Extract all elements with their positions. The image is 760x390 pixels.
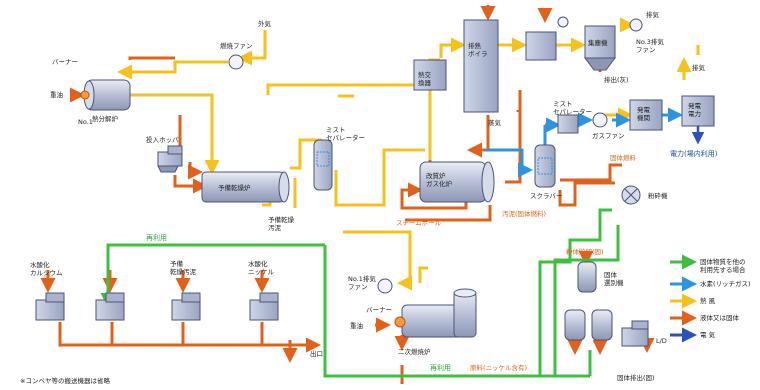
feed-hopper <box>157 145 183 173</box>
solid-out-label: 固体排出(固) <box>617 373 655 382</box>
yellow-pipes <box>117 17 700 291</box>
secondary-furnace-label: 二次燃焼炉 <box>398 347 431 356</box>
generator-label: 発電電力 <box>688 101 702 118</box>
furnace-blower-fan <box>228 54 244 70</box>
out-label: 出口 <box>310 349 323 358</box>
exhaust-top-label: 排気 <box>646 10 660 19</box>
waste-heat-boiler <box>463 19 499 113</box>
gas-engine <box>629 99 663 131</box>
heavy-oil-label: 重油 <box>50 90 63 99</box>
crusher <box>621 185 641 205</box>
legend-label-1: 水素(リッチガス) <box>700 279 751 288</box>
mist-sep2-label: ミストセパレーター <box>553 100 592 116</box>
no1-fan-label: No.1排気ファン <box>348 274 376 291</box>
powder-storage-tanks <box>564 261 613 341</box>
nickel-label: 水酸化ニッケル <box>248 259 275 276</box>
steam-pole-label: スチームポール <box>396 219 442 227</box>
hopper-pre-dry <box>171 292 201 321</box>
hopper-2 <box>95 292 125 321</box>
blue-pipes <box>485 107 683 178</box>
solid-separator-label: 固体選別機 <box>604 270 624 287</box>
generator <box>681 95 715 127</box>
gas-engine-label: 発電機関 <box>637 105 651 122</box>
hx-top-label: 熱交換器 <box>418 70 432 87</box>
scrubber <box>534 144 556 188</box>
calcium-label: 水酸化カルシウム <box>30 260 63 277</box>
furnace-blower-label: 燃焼ファン <box>220 41 253 50</box>
recycle-top-label: 再利用 <box>146 233 167 242</box>
crusher-label: 粉砕機 <box>648 191 668 200</box>
no3-exhaust-fan <box>629 18 643 32</box>
secondary-combustion-furnace <box>394 288 477 338</box>
heavy-oil2-label: 重油 <box>350 321 363 330</box>
pre-dry-furnace-label: 予備乾燥炉 <box>218 183 251 192</box>
ld-label: L/D <box>656 337 667 345</box>
power-out-label: 電力(場内利用) <box>670 149 718 158</box>
waste-heat-boiler-label: 排熱ボイラ <box>468 41 488 58</box>
heat-decomposition-furnace <box>80 79 131 111</box>
reformer-label: 改質炉ガス化炉 <box>426 171 453 188</box>
fan-top-mid <box>557 16 569 28</box>
burner2-label: バーナー <box>366 306 392 314</box>
heat-exchanger-top <box>413 59 447 91</box>
labels: バーナー 重油 No.1 熱分解炉 燃焼ファン 外気 投入ホッパ 予備乾燥炉 予… <box>20 10 718 385</box>
hopper-calcium <box>35 292 65 321</box>
mist-separator-1 <box>313 139 333 191</box>
feed-hopper-label: 投入ホッパ <box>146 135 179 144</box>
heat-exchanger-2 <box>525 31 557 61</box>
material-bottom-label: 原料(ニッケル含有) <box>470 363 527 372</box>
scrubber-label: スクラバー <box>530 192 562 200</box>
pre-dry-sludge-label: 予備乾燥汚泥 <box>170 259 197 276</box>
green-pipes <box>100 208 620 378</box>
no1-label: No.1 <box>78 118 93 126</box>
burner-label: バーナー <box>52 58 78 66</box>
exhaust-right-label: 排気 <box>692 63 706 72</box>
pre-dry-furnace <box>201 171 290 203</box>
no1-exhaust-fan <box>377 278 393 294</box>
steam-label: 蒸気 <box>488 118 502 127</box>
sludge-feed-label: 汚泥(固体燃料) <box>502 209 546 218</box>
hopper-nickel <box>249 292 279 321</box>
conveyor-note: ※コンベヤ等の搬送機器は省略 <box>20 376 110 385</box>
bag-filter <box>584 25 616 71</box>
mist-separator-2 <box>557 114 579 134</box>
legend-label-3: 液体又は固体 <box>700 313 740 322</box>
gas-fan <box>592 112 608 128</box>
gas-fan-label: ガスファン <box>592 131 625 140</box>
heat-decomp-label: 熱分解炉 <box>92 114 119 123</box>
powder-storage-label: 粉体貯留(固) <box>566 247 604 256</box>
solid-out-hopper <box>621 320 649 347</box>
solid-fuel-out-label: 固体燃料 <box>610 153 637 162</box>
recycle-bottom-label: 再利用 <box>430 363 451 372</box>
no3-fan-label: No.3排気ファン <box>636 37 664 54</box>
ext-air-label: 外気 <box>258 19 272 28</box>
bag-filter-label: 集塵機 <box>588 38 608 47</box>
pre-dry-product-label: 予備乾燥汚泥 <box>268 215 295 232</box>
legend-label-2: 熱 風 <box>700 296 716 305</box>
mist-sep1-label: ミストセパレーター <box>326 126 365 142</box>
legend-label-4: 電 気 <box>700 330 716 339</box>
reformer-gasifier <box>419 161 495 203</box>
legend-label-0: 固体物質を他の利用先する場合 <box>700 257 746 274</box>
ash-top-label: 排出(灰) <box>604 75 629 84</box>
